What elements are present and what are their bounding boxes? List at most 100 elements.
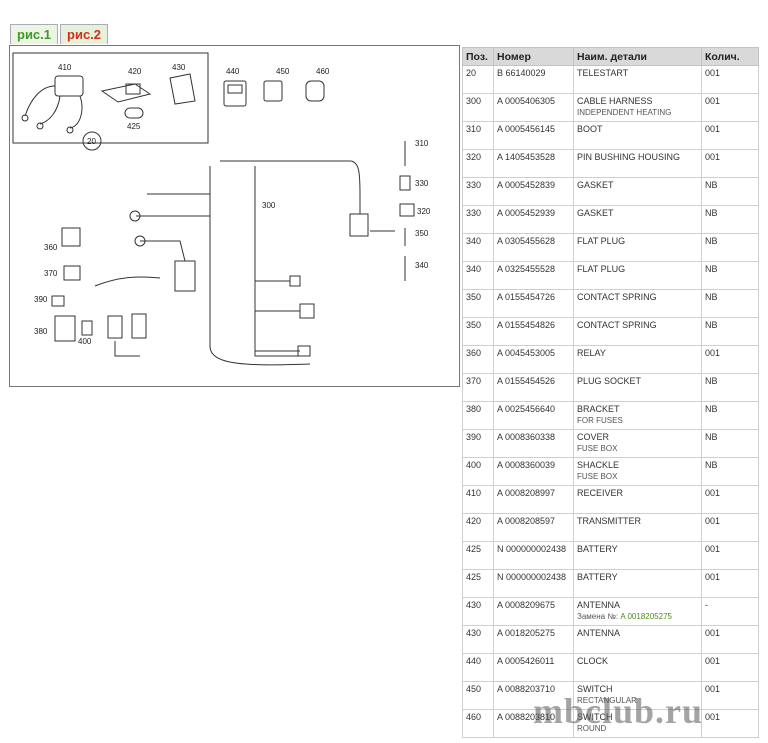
tab-fig1[interactable]: рис.1	[10, 24, 59, 44]
cell-part-number-link[interactable]: A 0005426011	[493, 653, 574, 682]
part-name: SWITCH	[577, 684, 613, 694]
label-450: 450	[276, 67, 290, 76]
part-name: GASKET	[577, 208, 614, 218]
cell-qty: 001	[701, 345, 759, 374]
cell-part-number-link[interactable]: A 0305455628	[493, 233, 574, 262]
cell-part-name: BOOT	[573, 121, 702, 150]
cell-part-name: CONTACT SPRING	[573, 317, 702, 346]
cell-part-number-link[interactable]: A 0155454826	[493, 317, 574, 346]
cell-part-name: RELAY	[573, 345, 702, 374]
cell-qty: 001	[701, 121, 759, 150]
label-380: 380	[34, 327, 48, 336]
cell-part-number-link[interactable]: A 0005452939	[493, 205, 574, 234]
cell-part-number-link[interactable]: A 0008208597	[493, 513, 574, 542]
cell-qty: NB	[701, 317, 759, 346]
cell-part-number-link[interactable]: A 0155454526	[493, 373, 574, 402]
cell-part-number-link[interactable]: N 000000002438	[493, 541, 574, 570]
cell-part-number-link[interactable]: A 1405453528	[493, 149, 574, 178]
cell-qty: NB	[701, 429, 759, 458]
cell-qty: 001	[701, 149, 759, 178]
replacement-link[interactable]: A 0018205275	[620, 612, 672, 621]
plug-socket-shape	[63, 265, 81, 281]
cell-part-number-link[interactable]: A 0155454726	[493, 289, 574, 318]
cell-pos: 420	[462, 513, 494, 542]
cell-part-number-link[interactable]: A 0325455528	[493, 261, 574, 290]
harness-main	[209, 166, 311, 366]
figure-tabs: рис.1 рис.2	[10, 24, 109, 44]
cell-part-number-link[interactable]: A 0005456145	[493, 121, 574, 150]
receiver-shape	[54, 75, 84, 97]
part-name: RELAY	[577, 348, 606, 358]
part-subname-text: FUSE BOX	[577, 444, 618, 453]
cell-part-number-link[interactable]: A 0008209675	[493, 597, 574, 626]
cell-pos: 340	[462, 233, 494, 262]
cell-qty: NB	[701, 457, 759, 486]
part-name: FLAT PLUG	[577, 264, 626, 274]
cell-qty: NB	[701, 401, 759, 430]
cell-part-number-link[interactable]: A 0018205275	[493, 625, 574, 654]
watermark: mbclub.ru	[533, 691, 704, 731]
relay-shape	[61, 227, 81, 247]
cell-part-number-link[interactable]: A 0088203810	[493, 709, 574, 738]
cell-pos: 400	[462, 457, 494, 486]
part-name: BATTERY	[577, 572, 618, 582]
cell-qty: 001	[701, 513, 759, 542]
label-430: 430	[172, 63, 186, 72]
label-370: 370	[44, 269, 58, 278]
cell-part-number-link[interactable]: A 0005406305	[493, 93, 574, 122]
label-460: 460	[316, 67, 330, 76]
part-name: TELESTART	[577, 68, 629, 78]
cell-qty: NB	[701, 289, 759, 318]
switch-rect-shape	[263, 80, 283, 102]
clock-shape	[223, 80, 247, 107]
cell-qty: NB	[701, 261, 759, 290]
diagram-drawing: 410 420 430 425 20 440 450 460 300 310 3…	[12, 52, 431, 366]
part-subname-text: INDEPENDENT HEATING	[577, 108, 672, 117]
cell-part-name: CLOCK	[573, 653, 702, 682]
cell-qty: 001	[701, 625, 759, 654]
part-subname: RECTANGULAR	[577, 695, 698, 706]
cell-pos: 450	[462, 681, 494, 710]
cell-part-number-link[interactable]: A 0045453005	[493, 345, 574, 374]
part-name: BRACKET	[577, 404, 620, 414]
cell-qty: NB	[701, 233, 759, 262]
cell-qty: -	[701, 597, 759, 626]
cell-part-number-link[interactable]: N 000000002438	[493, 569, 574, 598]
col-header-number: Номер	[493, 47, 574, 66]
cell-part-name: CONTACT SPRING	[573, 289, 702, 318]
label-360: 360	[44, 243, 58, 252]
fuse-box-connector	[174, 260, 196, 292]
cell-qty: NB	[701, 373, 759, 402]
cell-part-name: RECEIVER	[573, 485, 702, 514]
part-name: PLUG SOCKET	[577, 376, 642, 386]
cell-part-name: BATTERY	[573, 541, 702, 570]
cell-part-number-link[interactable]: B 66140029	[493, 65, 574, 94]
cell-part-number-link[interactable]: A 0008208997	[493, 485, 574, 514]
tab-fig2[interactable]: рис.2	[60, 24, 109, 44]
cell-part-number-link[interactable]: A 0008360039	[493, 457, 574, 486]
cell-part-number-link[interactable]: A 0005452839	[493, 177, 574, 206]
cell-pos: 330	[462, 205, 494, 234]
cell-part-number-link[interactable]: A 0088203710	[493, 681, 574, 710]
part-subname: FOR FUSES	[577, 415, 698, 426]
cell-pos: 425	[462, 569, 494, 598]
cell-part-number-link[interactable]: A 0025456640	[493, 401, 574, 430]
part-subname-text: FOR FUSES	[577, 416, 623, 425]
cell-part-number-link[interactable]: A 0008360338	[493, 429, 574, 458]
cell-pos: 370	[462, 373, 494, 402]
label-310: 310	[415, 139, 429, 148]
